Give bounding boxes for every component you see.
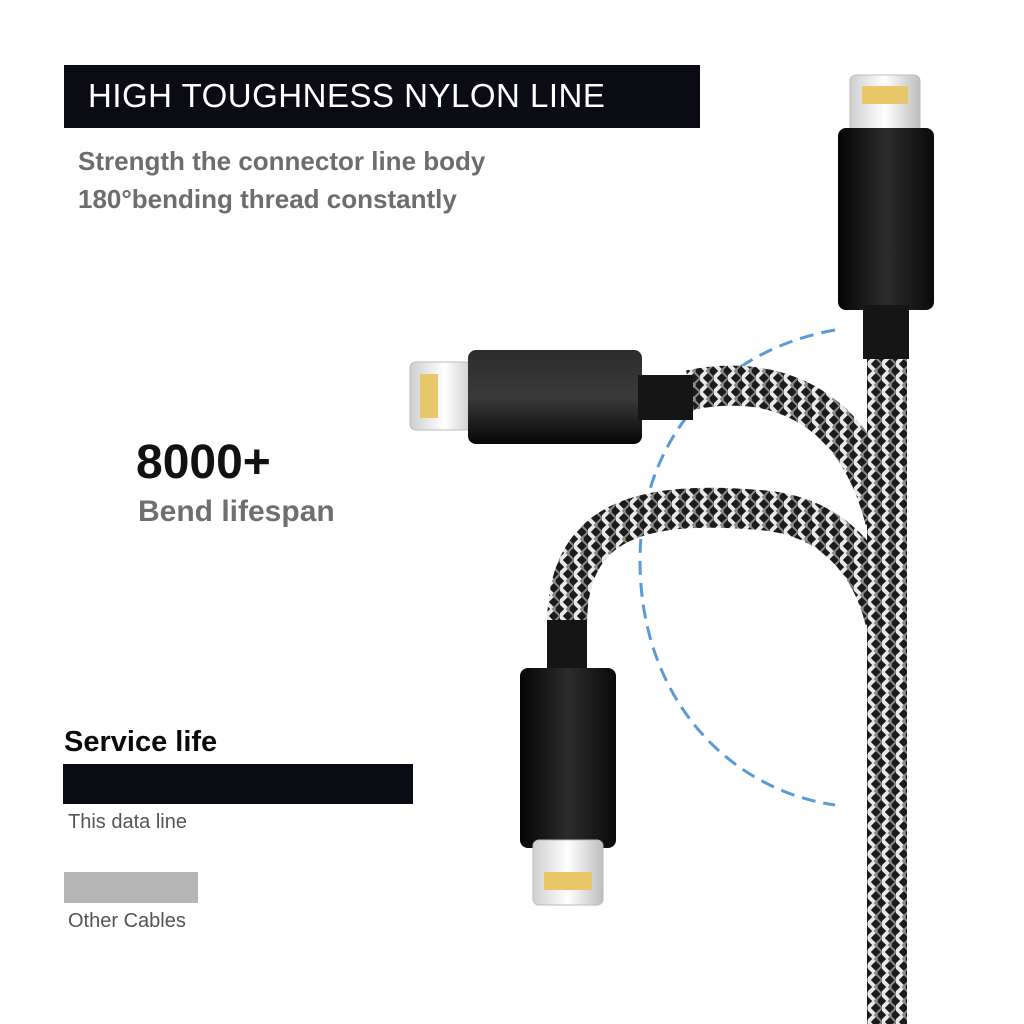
subtitle-line-1: Strength the connector line body <box>78 146 486 176</box>
title-banner <box>64 65 700 128</box>
other-cables-bar <box>64 872 198 903</box>
bend-caption: Bend lifespan <box>138 495 335 528</box>
braided-cable-lower <box>547 487 905 626</box>
bend-count: 8000+ <box>136 436 271 489</box>
page-title: HIGH TOUGHNESS NYLON LINE <box>88 77 606 114</box>
bend-arc-dashed <box>638 328 836 807</box>
this-data-line-bar <box>63 764 413 804</box>
lightning-connector-icon <box>409 350 693 444</box>
other-cables-label: Other Cables <box>68 910 186 932</box>
lightning-connector-icon <box>520 620 616 906</box>
braided-cable-upper <box>686 365 905 526</box>
subtitle-line-2: 180°bending thread constantly <box>78 184 457 214</box>
lightning-connector-icon <box>838 74 934 359</box>
service-life-heading: Service life <box>64 726 218 758</box>
this-data-line-label: This data line <box>68 811 187 833</box>
